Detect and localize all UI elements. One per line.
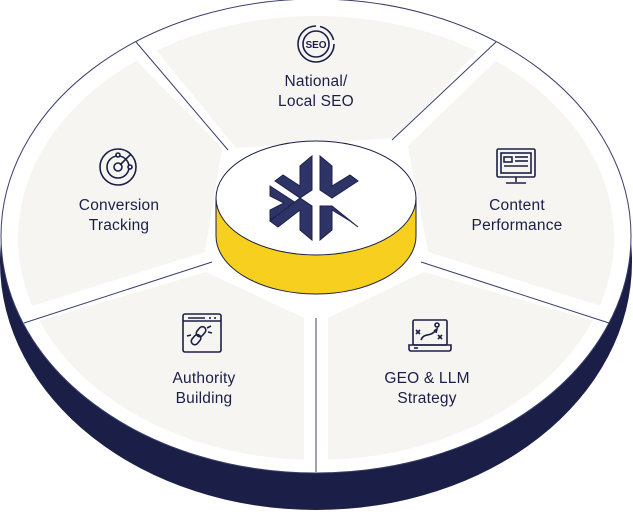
segment-national-local-seo[interactable] [148,0,488,148]
center-hub [215,140,417,295]
divider-line [420,261,610,324]
brand-snowflake-logo [269,154,359,242]
segment-label-national-local-seo: National/ Local SEO [278,72,354,112]
divider-line [135,41,229,151]
svg-text:SEO: SEO [305,40,326,51]
label-line: Performance [471,217,563,234]
label-line: Local SEO [278,93,354,110]
label-line: Building [175,390,233,407]
laptop-strategy-icon [408,319,452,352]
label-line: Content [489,197,545,214]
hub-top [215,140,417,256]
monitor-icon [496,148,536,184]
divider-line [23,261,213,324]
seo-icon: SEO [297,25,335,63]
label-line: Strategy [397,390,457,407]
label-line: Conversion [78,197,160,214]
radar-target-icon [99,148,137,186]
dividers [23,41,610,472]
label-line: GEO & LLM [384,370,470,387]
segment-label-geo-llm-strategy: GEO & LLM Strategy [384,369,469,409]
segment-label-conversion-tracking: Conversion Tracking [79,196,159,236]
segment-label-authority-building: Authority Building [173,369,236,409]
browser-link-icon [182,313,222,353]
label-line: Authority [172,370,236,387]
segment-label-content-performance: Content Performance [472,196,563,236]
label-line: Tracking [88,217,150,234]
divider-line [391,41,497,141]
label-line: National/ [284,73,348,90]
